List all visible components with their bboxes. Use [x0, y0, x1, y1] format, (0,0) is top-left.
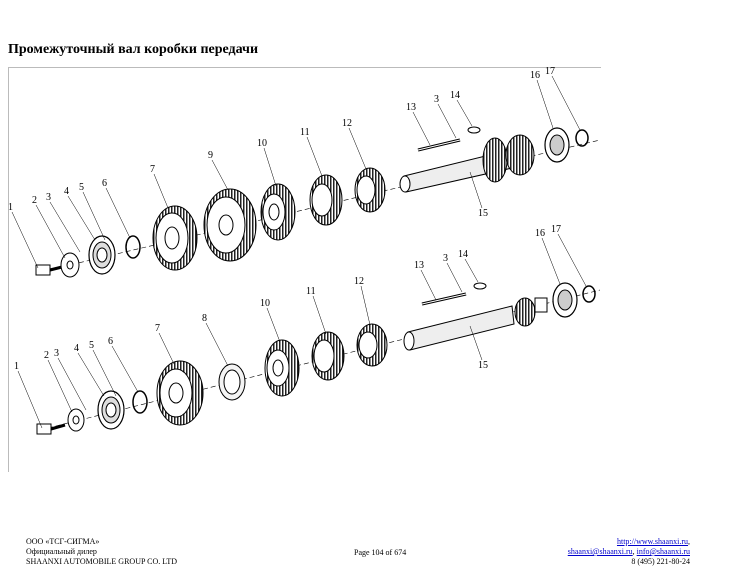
svg-text:16: 16: [535, 228, 545, 239]
svg-text:10: 10: [257, 138, 267, 149]
footer-group: SHAANXI AUTOMOBILE GROUP CO. LTD: [26, 557, 178, 566]
page-title: Промежуточный вал коробки передачи: [8, 42, 259, 57]
svg-text:17: 17: [551, 224, 561, 235]
svg-text:12: 12: [342, 118, 352, 129]
svg-text:3: 3: [443, 253, 448, 264]
shaft-icon: [403, 297, 548, 351]
website-link[interactable]: http://www.shaanxi.ru: [616, 537, 688, 546]
svg-text:15: 15: [478, 208, 488, 219]
svg-text:15: 15: [478, 360, 488, 371]
svg-text:12: 12: [354, 276, 364, 287]
svg-text:14: 14: [450, 90, 460, 101]
gear-icon: [152, 205, 198, 271]
svg-text:14: 14: [458, 249, 468, 260]
svg-text:8: 8: [202, 313, 207, 324]
bearing-icon: [97, 390, 125, 430]
svg-text:10: 10: [260, 298, 270, 309]
svg-text:5: 5: [89, 340, 94, 351]
footer-phone: 8 (495) 221-80-24: [631, 557, 690, 566]
snap-ring-icon: [125, 235, 141, 259]
svg-text:3: 3: [54, 348, 59, 359]
footer-company-block: ООО «ТСГ-СИГМА» Официальный дилер SHAANX…: [26, 537, 177, 567]
svg-text:6: 6: [102, 178, 107, 189]
svg-text:4: 4: [64, 186, 69, 197]
gear-icon: [260, 183, 296, 241]
svg-text:11: 11: [306, 286, 316, 297]
svg-text:13: 13: [406, 102, 416, 113]
snap-ring-icon: [582, 285, 596, 303]
svg-text:13: 13: [414, 260, 424, 271]
svg-text:3: 3: [46, 192, 51, 203]
gear-icon: [203, 188, 257, 262]
svg-text:1: 1: [14, 361, 19, 372]
gear-icon: [354, 167, 386, 213]
footer-contacts: http://www.shaanxi.ru, shaanxi@shaanxi.r…: [568, 537, 690, 567]
svg-text:1: 1: [8, 202, 13, 213]
svg-text:5: 5: [79, 182, 84, 193]
page-number: Page 104 of 674: [354, 548, 407, 557]
email-link-info[interactable]: info@shaanxi.ru: [636, 547, 690, 556]
svg-text:9: 9: [208, 150, 213, 161]
bottom-assembly: 1 2 3 4 5 6 7 8 10 11 12 13 3 14 16 17 1…: [14, 224, 601, 435]
shaft-icon: [399, 134, 535, 193]
bearing-icon: [88, 235, 116, 275]
svg-text:11: 11: [300, 127, 310, 138]
gear-icon: [309, 174, 343, 226]
snap-ring-icon: [132, 390, 148, 414]
gear-icon: [356, 323, 388, 367]
snap-ring-icon: [575, 129, 589, 147]
bearing-icon: [544, 127, 570, 163]
bearing-icon: [552, 282, 578, 318]
svg-text:2: 2: [32, 195, 37, 206]
svg-text:4: 4: [74, 343, 79, 354]
gear-icon: [156, 360, 204, 426]
svg-text:17: 17: [545, 66, 555, 77]
svg-text:6: 6: [108, 336, 113, 347]
spacer-icon: [218, 363, 246, 401]
gear-icon: [264, 339, 300, 397]
gear-icon: [311, 331, 345, 381]
footer-company: ООО «ТСГ-СИГМА»: [26, 537, 100, 546]
top-assembly: 1 2 3 4 5 6 7 9 10 11 12 13 3 14 16 17 1…: [8, 66, 601, 278]
website-suffix: ,: [688, 537, 690, 546]
svg-text:2: 2: [44, 350, 49, 361]
svg-text:3: 3: [434, 94, 439, 105]
bolt-icon: [35, 264, 63, 276]
diagram-frame: [8, 67, 601, 472]
email-separator: ,: [632, 547, 637, 556]
svg-text:7: 7: [150, 164, 155, 175]
email-link-primary[interactable]: shaanxi@shaanxi.ru: [567, 547, 633, 556]
bolt-icon: [36, 423, 66, 435]
svg-text:7: 7: [155, 323, 160, 334]
footer-dealer: Официальный дилер: [26, 547, 97, 556]
svg-text:16: 16: [530, 70, 540, 81]
